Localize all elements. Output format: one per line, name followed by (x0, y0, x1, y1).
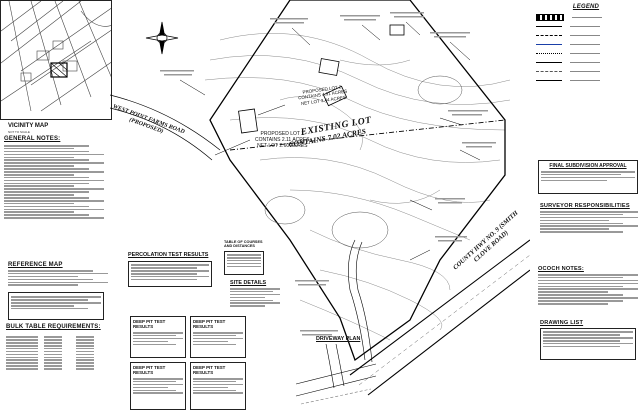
deep-pit-table-4: DEEP PIT TEST RESULTS (190, 362, 246, 410)
courses-table: TABLE OF COURSES AND DISTANCES (224, 240, 264, 275)
deep-pit-table-2: DEEP PIT TEST RESULTS (190, 316, 246, 358)
percolation-table: PERCOLATION TEST RESULTS (128, 252, 212, 287)
reference-map-title: REFERENCE MAP (8, 262, 63, 268)
general-notes-title: GENERAL NOTES: (4, 136, 61, 142)
vicinity-map (0, 0, 112, 120)
final-approval: FINAL SUBDIVISION APPROVAL (538, 160, 638, 194)
vicinity-map-scale: NOT TO SCALE (8, 130, 30, 134)
legend-title: LEGEND (572, 4, 600, 10)
reference-map: REFERENCE MAP (8, 262, 108, 287)
vicinity-map-drawing (1, 1, 111, 112)
final-approval-title: FINAL SUBDIVISION APPROVAL (549, 163, 627, 169)
drawing-list-title: DRAWING LIST (540, 320, 584, 326)
vicinity-map-title: VICINITY MAP (8, 123, 49, 129)
bulk-table: BULK TABLE REQUIREMENTS: (6, 324, 110, 371)
driveway-plan-drawing (296, 344, 376, 405)
site-plan-drawing (110, 0, 530, 396)
ococh-title: OCOCH NOTES: (538, 266, 584, 272)
proposed-lot-1-label: PROPOSED LOT 1 CONTAINS 2.11 ACRES NET L… (255, 131, 310, 149)
reference-box (8, 292, 104, 320)
site-details-title: SITE DETAILS (230, 280, 267, 286)
surveyor-responsibilities: SURVEYOR RESPONSIBILITIES (540, 203, 638, 234)
bulk-table-title: BULK TABLE REQUIREMENTS: (6, 324, 101, 330)
deep-pit-table-3: DEEP PIT TEST RESULTS (130, 362, 186, 410)
surveyor-title: SURVEYOR RESPONSIBILITIES (540, 203, 630, 209)
percolation-title: PERCOLATION TEST RESULTS (128, 252, 209, 258)
driveway-plan-title: DRIVEWAY PLAN (316, 336, 361, 342)
general-notes-body (4, 145, 104, 219)
deep-pit-table-1: DEEP PIT TEST RESULTS (130, 316, 186, 358)
site-details: SITE DETAILS (230, 280, 280, 308)
north-arrow-icon (145, 21, 179, 55)
legend: LEGEND (536, 4, 636, 85)
ococh-notes: OCOCH NOTES: (538, 266, 638, 306)
general-notes: GENERAL NOTES: (4, 136, 104, 220)
courses-table-title: TABLE OF COURSES AND DISTANCES (224, 240, 263, 249)
drawing-list: DRAWING LIST (540, 320, 636, 360)
